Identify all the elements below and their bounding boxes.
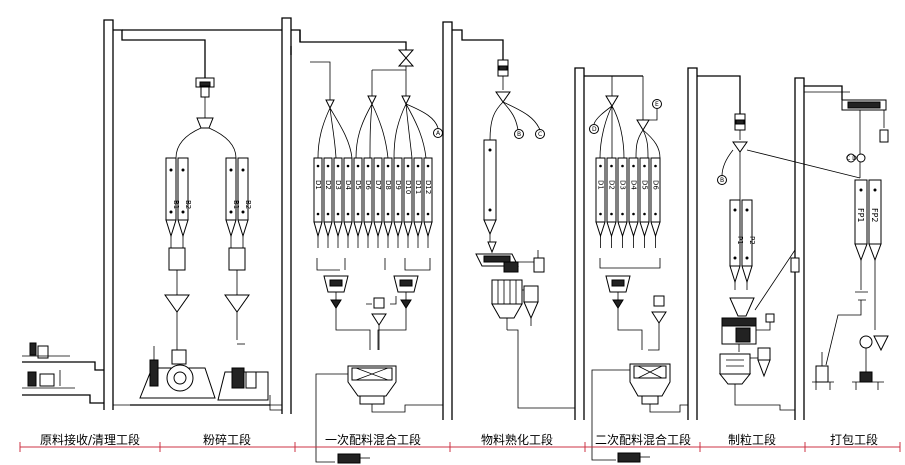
section-label-secondary-batching: 二次配料混合工段 <box>594 433 691 447</box>
secondary-bin-label-3: D3 <box>619 180 627 190</box>
crusher-bins: B1 B2 B1 B2 <box>164 157 252 350</box>
primary-bin-label-4: D4 <box>344 180 352 190</box>
section-label-curing: 物料熟化工段 <box>480 433 553 447</box>
crusher-bin-label-1: B1 <box>172 200 180 209</box>
elevator-4 <box>574 67 585 420</box>
secondary-bin-1: D1 <box>595 157 606 248</box>
primary-bin-label-2: D2 <box>324 180 332 190</box>
elevator-1 <box>103 19 114 410</box>
secondary-tag-right: E <box>655 101 659 108</box>
section-label-primary-batching: 一次配料混合工段 <box>324 433 421 447</box>
pellet-bin-label-1: P1 <box>736 236 744 245</box>
primary-bin-6: D6 <box>363 157 373 248</box>
primary-bin-label-8: D8 <box>384 180 392 190</box>
primary-bin-3: D3 <box>333 157 343 248</box>
elevator-6 <box>794 77 805 420</box>
secondary-bin-6: D6 <box>650 157 661 248</box>
primary-bin-1: D1 <box>313 157 323 248</box>
primary-tag: A <box>436 130 441 137</box>
section-label-intake: 原料接收/清理工段 <box>39 433 141 447</box>
packing-tag: C D <box>846 155 857 162</box>
crusher-bin-label-3: B1 <box>232 200 240 209</box>
section-label-packing: 打包工段 <box>829 433 878 447</box>
packing-equipment: C D FP1 FP2 <box>812 99 889 390</box>
pellet-tag: B <box>720 177 724 184</box>
elevator-2 <box>281 17 292 414</box>
finished-bin-label-1: FP1 <box>856 208 865 223</box>
secondary-bin-3: D3 <box>617 157 628 248</box>
primary-distributor: A <box>317 49 443 159</box>
secondary-scale-mixer <box>591 258 688 463</box>
primary-bin-label-10: D10 <box>404 180 412 194</box>
curing-equipment: B C <box>475 59 575 409</box>
crusher-top-feeder <box>175 77 237 159</box>
finished-bin-label-2: FP2 <box>870 208 879 223</box>
crusher-bin-label-2: B2 <box>184 200 192 209</box>
primary-bin-8: D8 <box>383 157 393 248</box>
secondary-bin-label-5: D5 <box>641 180 649 190</box>
primary-bin-12: D12 <box>423 157 433 248</box>
primary-bin-2: D2 <box>323 157 333 248</box>
primary-bin-label-5: D5 <box>354 180 362 190</box>
primary-bin-label-1: D1 <box>314 180 322 190</box>
primary-bin-label-6: D6 <box>364 180 372 190</box>
secondary-bin-label-2: D2 <box>608 180 616 190</box>
elevator-3 <box>442 21 453 420</box>
primary-bin-label-11: D11 <box>414 180 422 194</box>
curing-tag-2: C <box>538 131 542 138</box>
primary-bin-label-9: D9 <box>394 180 402 190</box>
secondary-bin-label-6: D6 <box>652 180 660 190</box>
primary-scales-mixer <box>315 258 443 464</box>
primary-bin-11: D11 <box>413 157 423 248</box>
pelleting-equipment: B P1 P2 <box>717 113 861 411</box>
hammer-mills <box>130 343 270 406</box>
primary-bin-10: D10 <box>403 157 413 248</box>
secondary-distributor: E D <box>589 76 662 159</box>
secondary-bin-2: D2 <box>606 157 617 248</box>
primary-bin-label-7: D7 <box>374 180 382 190</box>
primary-bin-label-12: D12 <box>424 180 432 194</box>
secondary-bin-label-4: D4 <box>630 180 638 190</box>
primary-bin-5: D5 <box>353 157 363 248</box>
primary-bin-4: D4 <box>343 157 353 248</box>
curing-tag-1: B <box>517 131 521 138</box>
secondary-bin-label-1: D1 <box>597 180 605 190</box>
section-label-pelleting: 制粒工段 <box>727 433 776 447</box>
crusher-bin-label-4: B2 <box>244 200 252 209</box>
primary-bin-7: D7 <box>373 157 383 248</box>
intake-equipment <box>22 342 104 404</box>
section-baseline <box>19 442 901 452</box>
elevator-5 <box>687 67 698 420</box>
section-label-crushing: 粉碎工段 <box>202 433 251 447</box>
secondary-bin-5: D5 <box>639 157 650 248</box>
primary-bin-9: D9 <box>393 157 403 248</box>
secondary-bin-4: D4 <box>628 157 639 248</box>
secondary-tag-left: D <box>592 126 597 133</box>
primary-bin-label-3: D3 <box>334 180 342 190</box>
pellet-bin-label-2: P2 <box>748 236 756 245</box>
